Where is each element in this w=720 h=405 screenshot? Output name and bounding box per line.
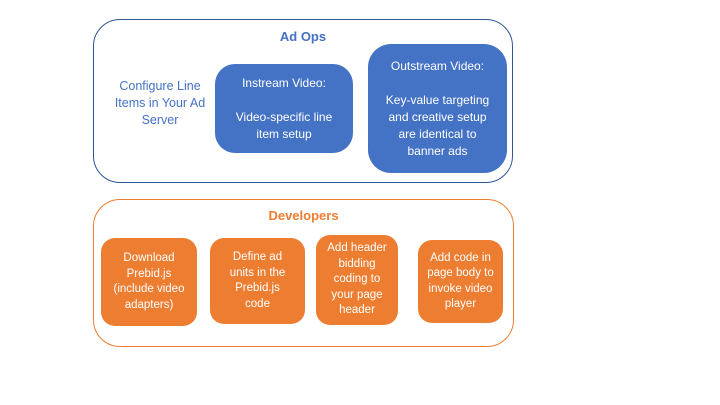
add-page-body-code-box: Add code in page body to invoke video pl… bbox=[418, 240, 503, 323]
add-header-bidding-box: Add header bidding coding to your page h… bbox=[316, 235, 398, 325]
developers-title: Developers bbox=[268, 208, 339, 223]
ad-ops-group: Ad Ops Configure Line Items in Your Ad S… bbox=[93, 19, 513, 183]
instream-video-box: Instream Video: Video-specific line item… bbox=[215, 64, 353, 153]
outstream-video-box: Outstream Video: Key-value targeting and… bbox=[368, 44, 507, 173]
developers-group: Developers Download Prebid.js (include v… bbox=[93, 199, 514, 347]
ad-ops-title: Ad Ops bbox=[279, 29, 327, 44]
download-prebid-box: Download Prebid.js (include video adapte… bbox=[101, 238, 197, 326]
define-ad-units-box: Define ad units in the Prebid.js code bbox=[210, 238, 305, 324]
configure-line-items-note: Configure Line Items in Your Ad Server bbox=[114, 79, 206, 127]
